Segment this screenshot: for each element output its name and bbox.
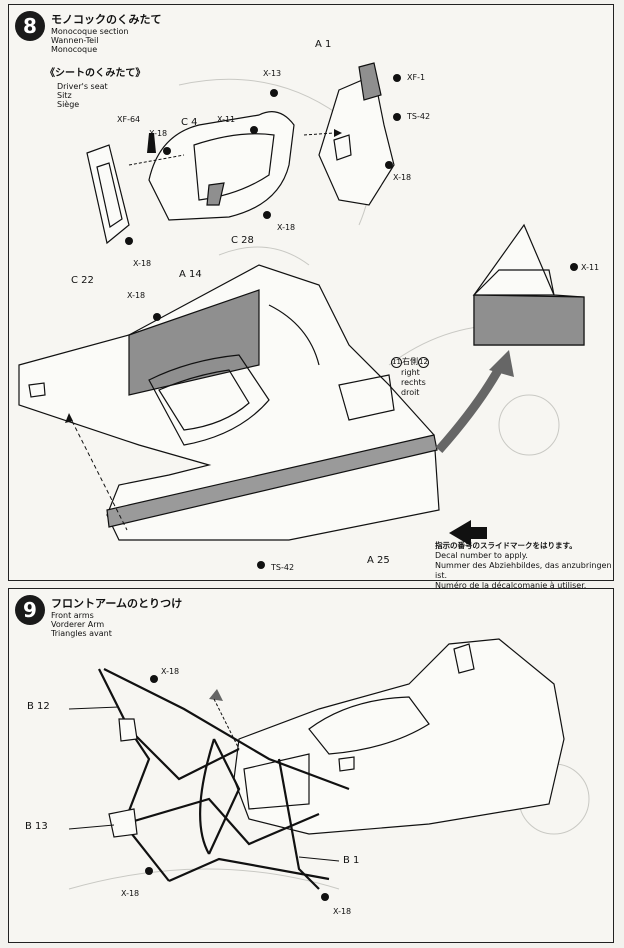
step-number-9: 9 — [15, 595, 45, 625]
seat-c28 — [148, 111, 295, 221]
step-8-sub-en: Monocoque section — [51, 27, 129, 36]
part-xf1 — [393, 74, 401, 82]
screw-x18-right — [321, 893, 329, 901]
step-8-sub-fr: Monocoque — [51, 45, 98, 54]
label-x18-seat: X-18 — [277, 223, 296, 232]
monocoque-a14-a25 — [18, 264, 440, 541]
step-8-title-jp: モノコックのくみたて — [51, 13, 162, 26]
decal-number-12: 12 — [418, 357, 429, 368]
decal-right-side-jp: 右側 — [402, 357, 418, 366]
label-b12: B 12 — [27, 701, 50, 712]
screw-x11-inset — [570, 263, 578, 271]
label-x18-left: X-18 — [121, 889, 140, 898]
front-arm-struts — [98, 668, 350, 890]
label-a1: A 1 — [315, 39, 332, 50]
part-c22 — [86, 144, 130, 245]
screw-x13 — [270, 89, 278, 97]
decal-right-de: rechts — [401, 378, 426, 387]
decal-position-line: 11右側12 — [391, 357, 429, 368]
decal-note: 指示の番号のスライドマークをはります。 Decal number to appl… — [435, 541, 613, 591]
seat-subassembly-title: 《シートのくみたて》 — [45, 68, 146, 79]
label-x18-a14: X-18 — [127, 291, 146, 300]
step-8-panel: 8 モノコックのくみたて Monocoque section Wannen-Te… — [8, 4, 614, 590]
screw-x18-c4 — [163, 147, 171, 155]
screw-ts42-bottom — [257, 561, 265, 569]
label-c28: C 28 — [231, 235, 254, 246]
decal-number-11: 11 — [391, 357, 402, 368]
monocoque-body — [233, 638, 565, 835]
decal-right-en: right — [401, 368, 420, 377]
label-ts42-bottom: TS-42 — [271, 563, 295, 572]
step-8-title: モノコックのくみたて Monocoque section Wannen-Teil… — [51, 11, 161, 54]
label-x11-inset: X-11 — [581, 263, 600, 272]
decal-right-fr: droit — [401, 388, 420, 397]
screw-x18-a1 — [385, 161, 393, 169]
step-8-sub-de: Wannen-Teil — [51, 36, 99, 45]
label-x18-top: X-18 — [161, 667, 180, 676]
arm-direction-arrow — [209, 689, 223, 701]
decal-position-callout: 11右側12 right rechts droit — [391, 357, 429, 398]
decal-note-jp: 指示の番号のスライドマークをはります。 — [435, 541, 577, 550]
decal-note-en: Decal number to apply. — [435, 551, 528, 560]
label-b1: B 1 — [343, 855, 360, 866]
step-9-sub-fr: Triangles avant — [51, 629, 112, 638]
label-ts42-top: TS-42 — [407, 112, 431, 121]
seat-sub-en: Driver's seat — [57, 82, 108, 91]
label-x18-c22: X-18 — [133, 259, 152, 268]
decal-note-fr: Numéro de la décalcomanie à utiliser. — [435, 581, 587, 590]
seat-sub-de: Sitz — [57, 91, 72, 100]
label-x18-c4: X-18 — [149, 129, 168, 138]
label-a25: A 25 — [367, 555, 390, 566]
label-a14: A 14 — [179, 269, 202, 280]
step-9-title-jp: フロントアームのとりつけ — [51, 597, 183, 610]
label-b13: B 13 — [25, 821, 48, 832]
screw-x18-top — [150, 675, 158, 683]
monocoque-assembly-drawing — [18, 62, 585, 569]
decal-slide-mark-icon — [449, 520, 487, 546]
label-c22: C 22 — [71, 275, 94, 286]
part-a1 — [318, 62, 395, 206]
curved-arrow — [435, 362, 505, 453]
label-xf64: XF-64 — [117, 115, 141, 124]
step-9-panel: 9 フロントアームのとりつけ Front arms Vorderer Arm T… — [8, 588, 614, 943]
screw-x18-c22 — [125, 237, 133, 245]
step-9-sub-en: Front arms — [51, 611, 94, 620]
label-x18-a1: X-18 — [393, 173, 412, 182]
label-c4: C 4 — [181, 117, 198, 128]
decal-note-de: Nummer des Abziehbildes, das anzubringen… — [435, 561, 612, 580]
screw-x11-seat — [250, 126, 258, 134]
step-9-title: フロントアームのとりつけ Front arms Vorderer Arm Tri… — [51, 595, 182, 638]
paint-xf64 — [147, 133, 156, 153]
label-x13: X-13 — [263, 69, 282, 78]
screw-x18-left — [145, 867, 153, 875]
label-x11-seat: X-11 — [217, 115, 236, 124]
screw-x18-a14 — [153, 313, 161, 321]
label-x18-right: X-18 — [333, 907, 352, 916]
seat-sub-fr: Siège — [57, 100, 80, 109]
step-number-8: 8 — [15, 11, 45, 41]
step-9-sub-de: Vorderer Arm — [51, 620, 105, 629]
label-xf1: XF-1 — [407, 73, 426, 82]
screw-x18-seat — [263, 211, 271, 219]
screw-ts42-top — [393, 113, 401, 121]
inset-nose-detail — [472, 223, 585, 346]
front-arms-drawing — [68, 638, 590, 901]
